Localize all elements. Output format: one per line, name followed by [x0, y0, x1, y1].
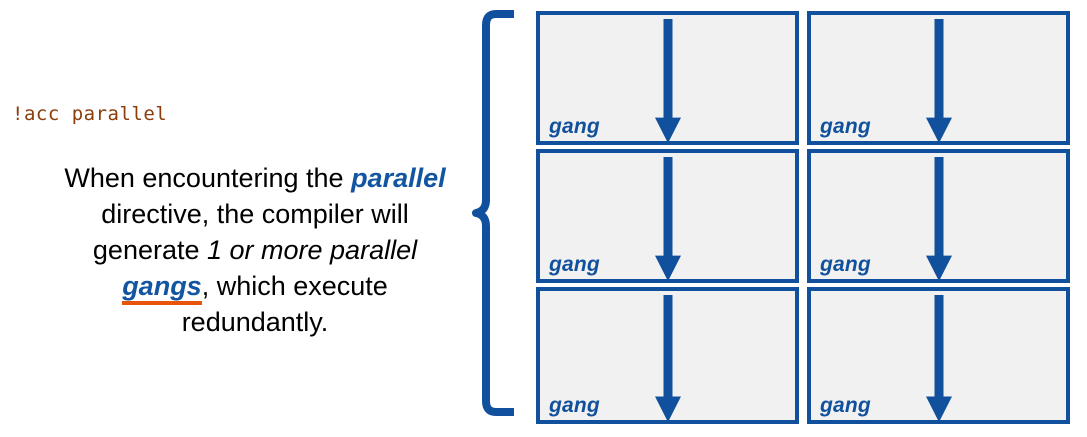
gang-box[interactable]: gang — [536, 149, 799, 283]
code-directive-text: !acc parallel — [12, 103, 168, 125]
gang-label: gang — [549, 253, 600, 276]
down-arrow-icon — [924, 19, 954, 145]
description-segment-0: When encountering the — [64, 163, 352, 193]
down-arrow-icon — [653, 157, 683, 283]
description-keyword-parallel: parallel — [351, 163, 446, 193]
down-arrow-icon — [653, 295, 683, 424]
description-segment-2: directive, the compiler will generate — [92, 199, 409, 265]
gang-label: gang — [820, 253, 871, 276]
description-segment-5: , which execute redundantly. — [181, 271, 388, 337]
gang-label: gang — [820, 115, 871, 138]
gang-label: gang — [549, 115, 600, 138]
gang-box[interactable]: gang — [536, 287, 799, 424]
description-keyword-gangs: gangs — [122, 271, 202, 305]
description-emphasis-quantity: 1 or more parallel — [207, 235, 418, 265]
down-arrow-icon — [924, 157, 954, 283]
gang-box[interactable]: gang — [536, 11, 799, 145]
gang-box[interactable]: gang — [807, 11, 1070, 145]
description-paragraph: When encountering the parallel directive… — [60, 160, 450, 340]
gang-label: gang — [820, 394, 871, 417]
gang-label: gang — [549, 394, 600, 417]
down-arrow-icon — [653, 19, 683, 145]
gang-box[interactable]: gang — [807, 287, 1070, 424]
gang-box[interactable]: gang — [807, 149, 1070, 283]
explanation-panel: !acc parallel When encountering the para… — [0, 0, 470, 432]
gang-grid: gang gang gang gang gang — [536, 11, 1070, 424]
left-curly-brace-icon — [462, 4, 524, 432]
down-arrow-icon — [924, 295, 954, 424]
